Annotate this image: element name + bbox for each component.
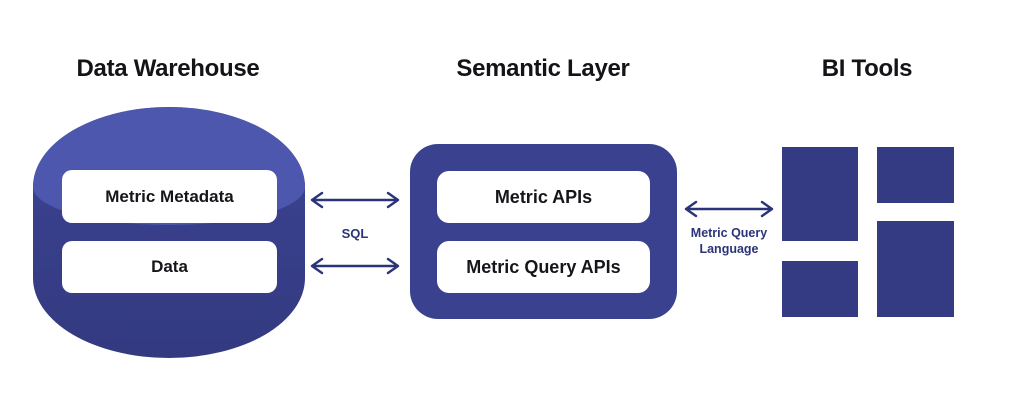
bidirectional-arrow-mql [684, 200, 774, 218]
warehouse-section-title: Data Warehouse [76, 55, 260, 82]
warehouse-item-data: Data [62, 241, 277, 293]
mql-label-line2: Language [699, 242, 759, 256]
warehouse-item-metric-metadata: Metric Metadata [62, 170, 277, 223]
semantic-item-label: Metric APIs [494, 186, 593, 207]
bidirectional-arrow-sql-bottom [310, 257, 400, 275]
database-cylinder-icon [33, 107, 305, 358]
semantic-layer-section-title: Semantic Layer [456, 55, 630, 82]
bi-tools-section-title: BI Tools [821, 55, 913, 82]
warehouse-item-label: Data [151, 257, 188, 276]
bi-tool-tile [877, 221, 954, 317]
bi-tool-tile [877, 147, 954, 203]
bidirectional-arrow-sql-top [310, 191, 400, 209]
bi-tool-tile [782, 147, 858, 241]
semantic-layer-container: Metric APIs Metric Query APIs [410, 144, 677, 319]
semantic-item-metric-query-apis: Metric Query APIs [437, 241, 650, 293]
sql-connection-label: SQL [341, 226, 369, 241]
semantic-item-label: Metric Query APIs [466, 256, 621, 277]
mql-connection-label: Metric Query Language [664, 225, 794, 257]
warehouse-item-label: Metric Metadata [105, 186, 234, 206]
semantic-item-metric-apis: Metric APIs [437, 171, 650, 223]
mql-label-line1: Metric Query [690, 226, 768, 240]
bi-tool-tile [782, 261, 858, 317]
